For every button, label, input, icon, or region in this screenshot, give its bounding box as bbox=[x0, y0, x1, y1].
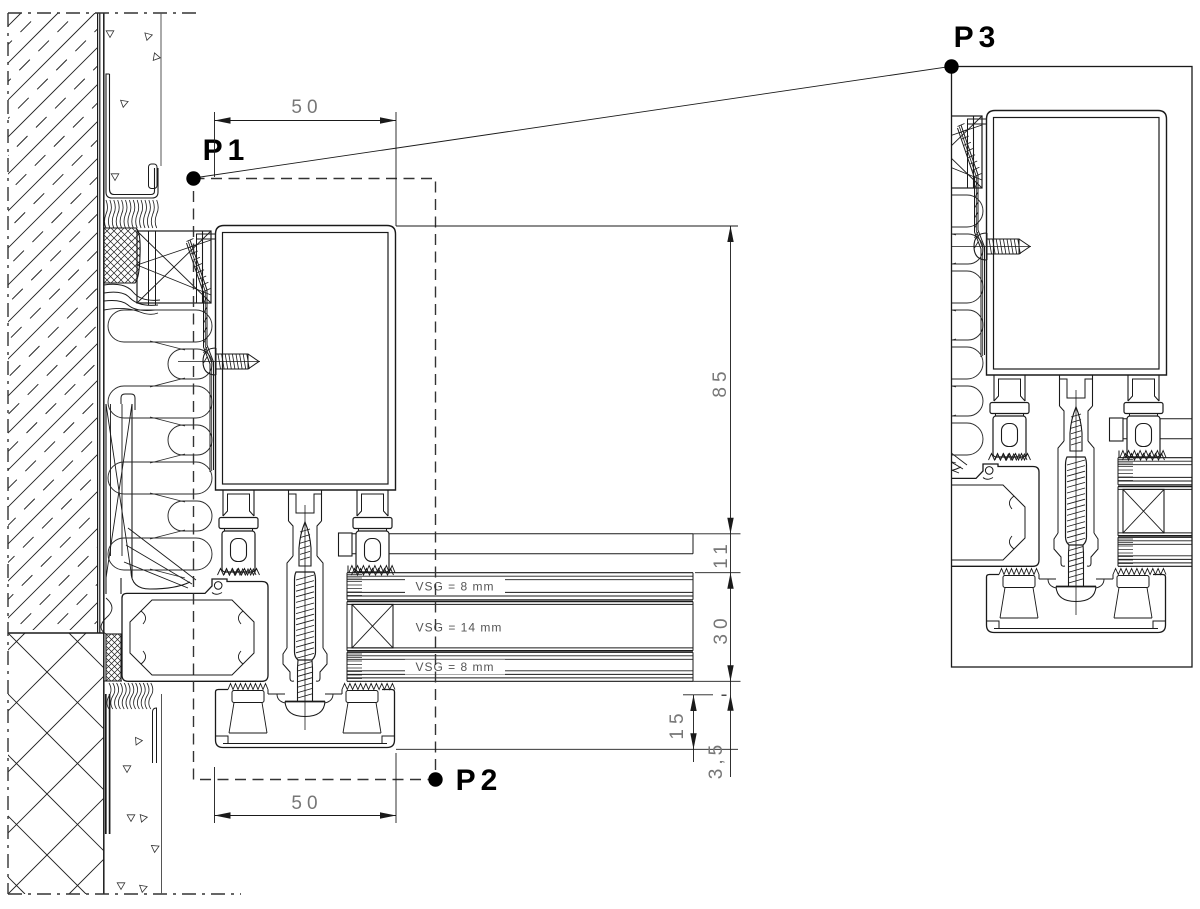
svg-text:15: 15 bbox=[667, 708, 688, 739]
svg-text:P2: P2 bbox=[456, 764, 503, 797]
svg-text:30: 30 bbox=[711, 613, 732, 644]
svg-text:P3: P3 bbox=[954, 21, 1001, 54]
svg-text:11: 11 bbox=[711, 539, 732, 569]
svg-text:P1: P1 bbox=[203, 134, 250, 167]
svg-text:3,5: 3,5 bbox=[706, 741, 727, 779]
svg-text:VSG = 8 mm: VSG = 8 mm bbox=[415, 580, 494, 594]
svg-text:50: 50 bbox=[291, 97, 322, 118]
svg-text:85: 85 bbox=[710, 366, 731, 397]
svg-text:VSG = 8 mm: VSG = 8 mm bbox=[415, 660, 494, 674]
svg-text:50: 50 bbox=[291, 793, 322, 814]
svg-text:VSG = 14 mm: VSG = 14 mm bbox=[416, 621, 503, 635]
